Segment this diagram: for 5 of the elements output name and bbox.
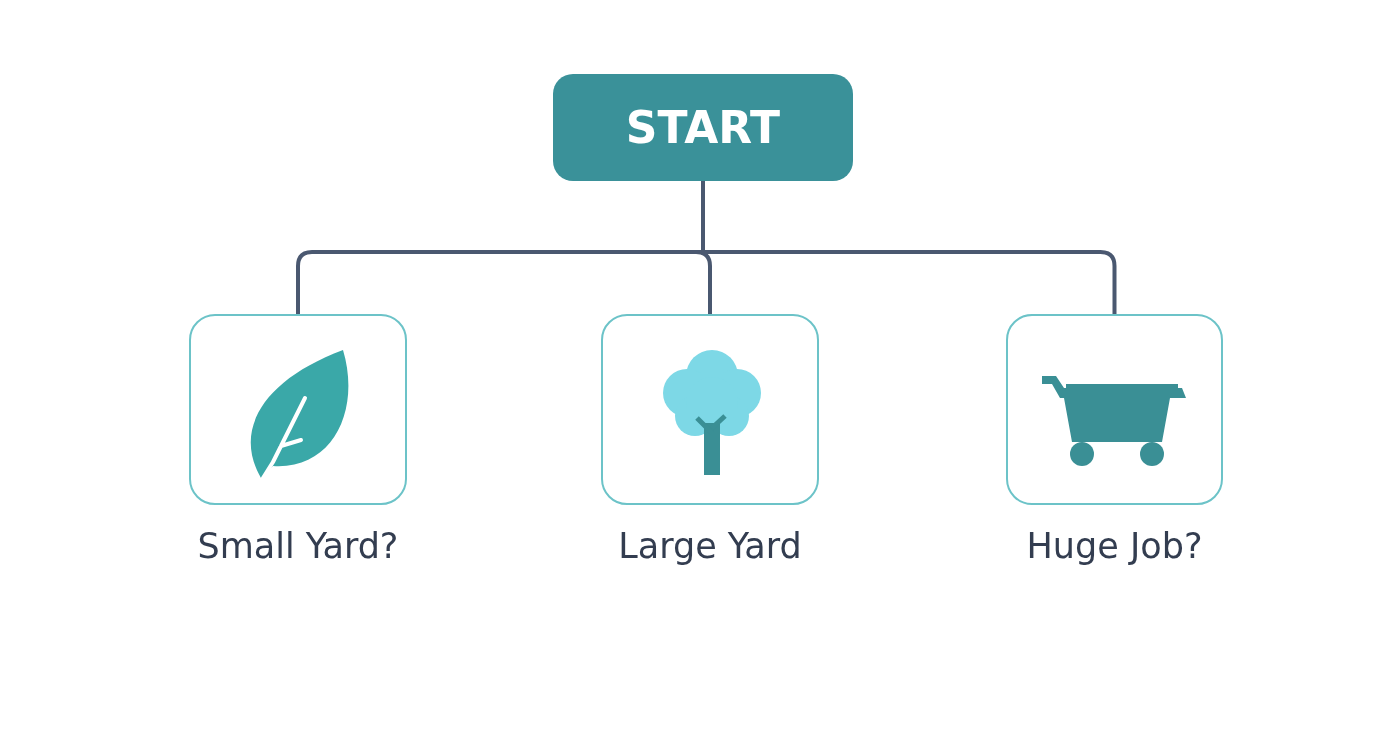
option-label: Huge Job? xyxy=(1026,526,1203,566)
option-label: Small Yard? xyxy=(197,526,399,566)
connector-line xyxy=(701,181,1117,314)
option-label: Large Yard xyxy=(618,526,802,566)
start-box: START xyxy=(553,74,853,181)
